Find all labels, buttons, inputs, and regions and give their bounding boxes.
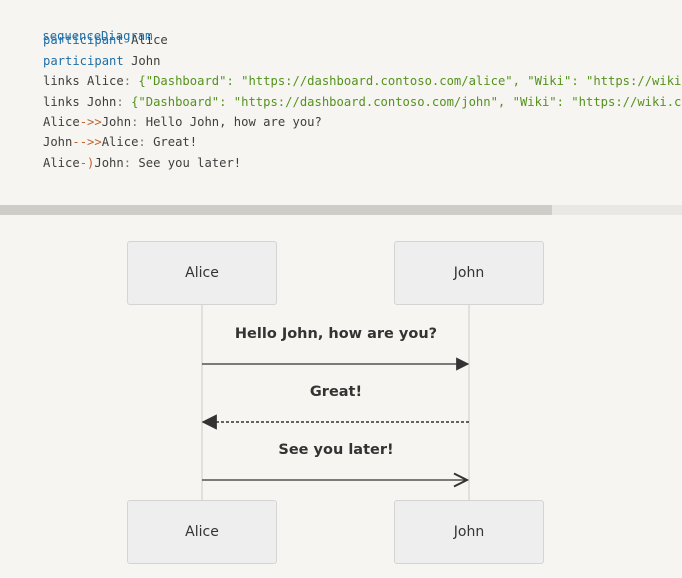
message-text-2: Great! xyxy=(309,384,363,400)
code-text: Alice xyxy=(43,115,80,129)
message-text-1: Hello John, how are you? xyxy=(234,326,438,342)
code-text: Hello John, how are you? xyxy=(138,115,322,129)
actor-label: John xyxy=(453,524,485,540)
code-line-7: John-->>Alice: Great! xyxy=(43,134,197,150)
scrollbar-thumb[interactable] xyxy=(0,205,552,215)
code-text: Alice xyxy=(43,156,80,170)
code-punct: : xyxy=(138,135,146,149)
code-keyword: participant xyxy=(43,33,124,47)
sequence-diagram: Alice John Hello John, how are you? Grea… xyxy=(0,215,682,578)
code-text: Alice xyxy=(131,33,168,47)
horizontal-scrollbar[interactable] xyxy=(0,205,682,215)
code-punct: : xyxy=(131,115,139,129)
code-keyword: participant xyxy=(43,54,124,68)
code-punct: : xyxy=(123,74,132,88)
code-text: links John xyxy=(43,95,117,109)
code-text: Alice xyxy=(101,135,139,149)
code-line-6: Alice->>John: Hello John, how are you? xyxy=(43,114,322,130)
code-line-3: participant John xyxy=(43,53,160,69)
code-punct: : xyxy=(123,156,132,170)
diagram-lines xyxy=(201,305,470,500)
actor-label: John xyxy=(453,265,485,281)
code-text: links Alice xyxy=(43,74,124,88)
actor-label: Alice xyxy=(185,265,219,281)
code-punct: : xyxy=(116,95,124,109)
code-line-8: Alice-)John: See you later! xyxy=(43,155,241,171)
code-string: {"Dashboard": "https://dashboard.contoso… xyxy=(131,95,682,109)
actor-label: Alice xyxy=(185,524,219,540)
code-line-5: links John: {"Dashboard": "https://dashb… xyxy=(43,94,682,110)
code-operator: -) xyxy=(79,156,95,170)
code-text: Great! xyxy=(145,135,198,149)
code-keyword: sequenceDiagram xyxy=(42,29,153,43)
code-operator: ->> xyxy=(79,115,102,129)
code-text: See you later! xyxy=(131,156,242,170)
code-text: John xyxy=(131,54,161,68)
message-text-3: See you later! xyxy=(278,442,394,458)
code-text: John xyxy=(43,135,73,149)
code-editor[interactable]: sequenceDiagram participant Alice partic… xyxy=(0,0,682,205)
actor-alice-bottom[interactable]: Alice xyxy=(127,500,277,564)
code-line-1: sequenceDiagram xyxy=(13,12,152,60)
code-text: John xyxy=(101,115,132,129)
actor-john-top[interactable]: John xyxy=(394,241,544,305)
code-operator: -->> xyxy=(72,135,102,149)
actor-alice-top[interactable]: Alice xyxy=(127,241,277,305)
code-line-2: participant Alice xyxy=(43,32,168,48)
code-text: John xyxy=(94,156,124,170)
code-string: {"Dashboard": "https://dashboard.contoso… xyxy=(138,74,682,88)
actor-john-bottom[interactable]: John xyxy=(394,500,544,564)
code-line-4: links Alice: {"Dashboard": "https://dash… xyxy=(43,73,682,89)
